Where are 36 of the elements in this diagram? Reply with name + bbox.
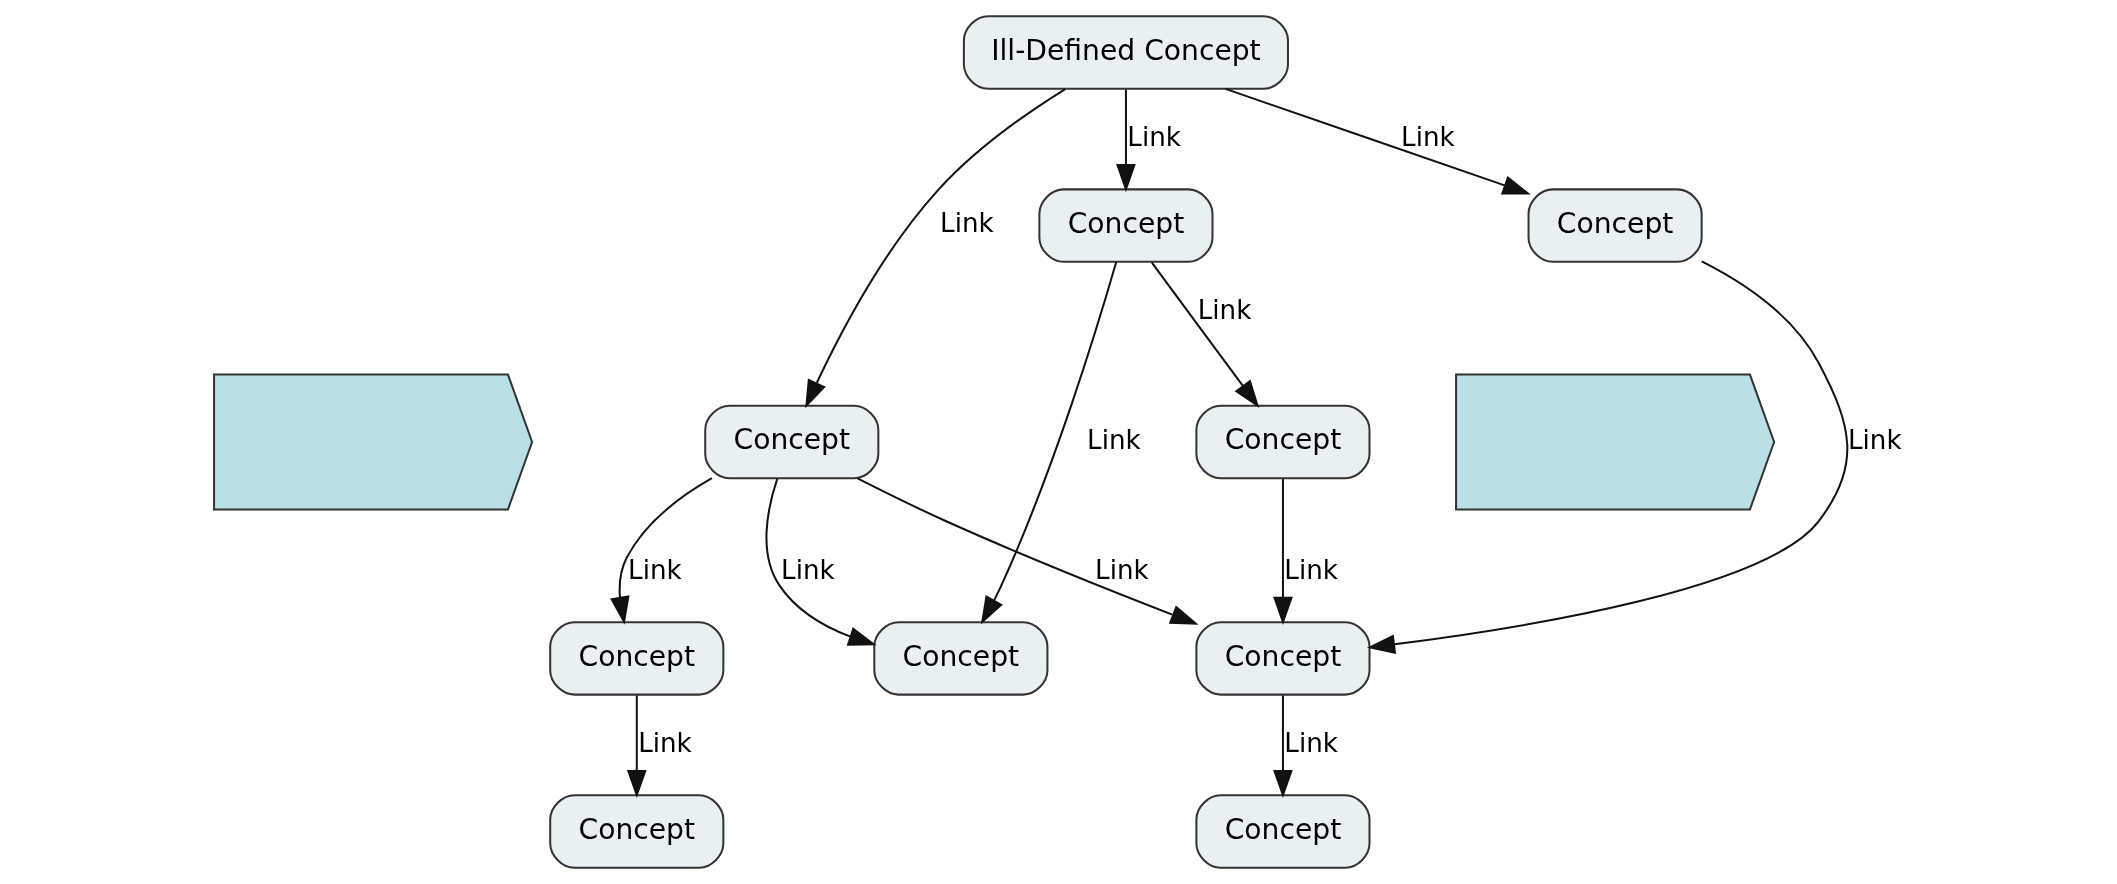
node-box: Ill-Defined Concept — [962, 15, 1289, 90]
node-box: Concept — [549, 621, 725, 696]
arrow — [1273, 695, 1293, 799]
node-arrow — [213, 373, 534, 511]
arrow — [610, 477, 713, 625]
arrow — [805, 88, 1066, 409]
arrow — [1151, 262, 1260, 408]
edge-label: Link — [1095, 554, 1149, 585]
node-arrow — [1455, 373, 1776, 511]
edge-label: Link — [1197, 295, 1252, 326]
arrow — [1225, 87, 1531, 195]
edge-label: Link — [1284, 727, 1338, 758]
edge-label: Link — [1127, 121, 1181, 152]
arrow — [857, 477, 1199, 625]
node-box: Concept — [1195, 404, 1371, 480]
arrow — [626, 695, 647, 799]
edge-label: Link — [940, 208, 994, 239]
node-box: Concept — [1038, 188, 1214, 263]
node-box: Concept — [873, 621, 1049, 696]
edge-label: Link — [638, 727, 692, 758]
arrow — [1273, 479, 1293, 625]
edge-label: Link — [1284, 554, 1338, 585]
edge-label: Link — [1087, 424, 1141, 455]
node-box: Concept — [1195, 794, 1371, 869]
node-box: Concept — [549, 794, 725, 869]
edge-label: Link — [628, 554, 682, 585]
arrow — [765, 478, 877, 646]
node-box: Concept — [1527, 188, 1703, 263]
edge-label: Link — [781, 554, 835, 585]
arrow — [980, 261, 1118, 625]
node-box: Concept — [1195, 621, 1371, 696]
arrow — [1366, 260, 1849, 655]
node-box: Concept — [704, 404, 880, 480]
arrow — [1116, 89, 1136, 193]
edge-label: Link — [1847, 424, 1902, 455]
edge-label: Link — [1401, 121, 1455, 152]
